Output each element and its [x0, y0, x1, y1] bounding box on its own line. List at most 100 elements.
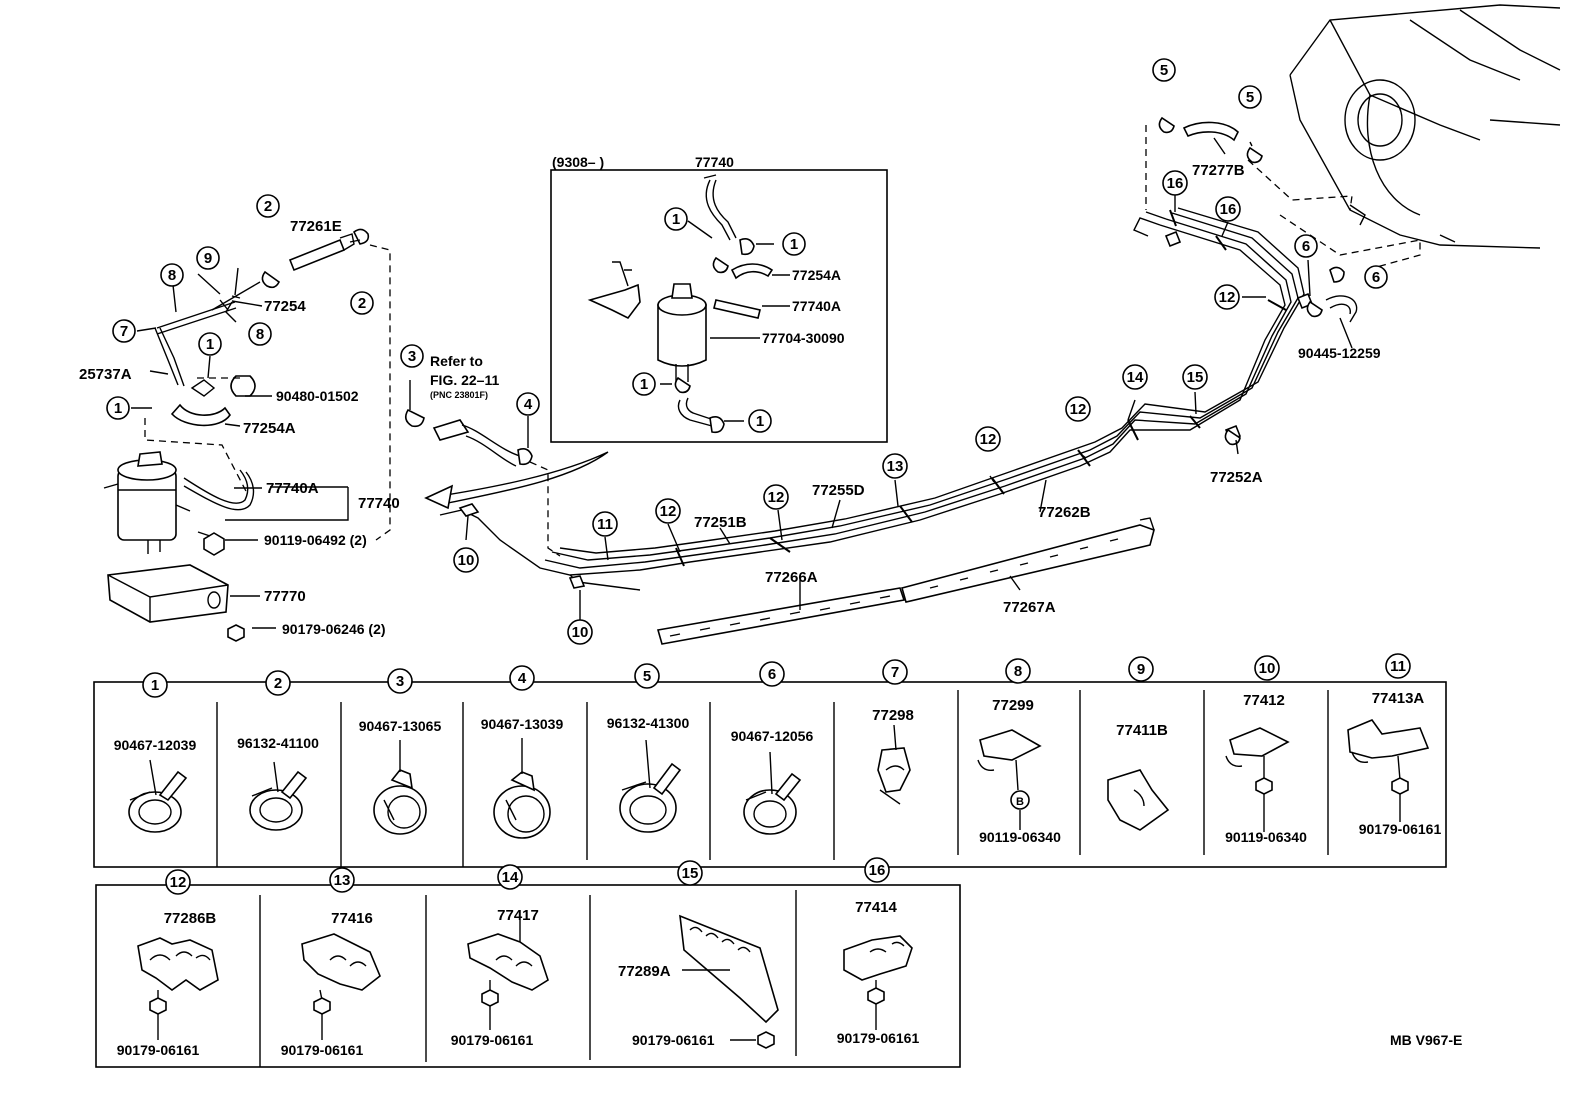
label-77252A: 77252A: [1210, 469, 1263, 486]
svg-text:2: 2: [264, 198, 272, 215]
label-90445-12259: 90445-12259: [1298, 345, 1381, 361]
clamp-icon-11: [1347, 719, 1430, 822]
refer-to-fig-parts: [404, 408, 561, 557]
svg-text:12: 12: [1219, 289, 1236, 306]
clamp-icon-14: [467, 920, 549, 1030]
label-77740-left: 77740: [358, 495, 400, 512]
part-90467-13065: 90467-13065: [359, 718, 442, 734]
svg-text:1: 1: [672, 211, 680, 228]
protector-77266A: [656, 587, 906, 645]
ref-8-b: 8: [248, 322, 272, 346]
part-77411B: 77411B: [1116, 722, 1168, 739]
clamp-icon-7: [877, 724, 911, 805]
ref-11: 11: [592, 511, 618, 537]
svg-text:1: 1: [206, 336, 214, 353]
svg-text:12: 12: [660, 503, 677, 520]
part-90179-06161-b: 90179-06161: [117, 1042, 200, 1058]
refer-line-2: FIG. 22–11: [430, 372, 499, 388]
svg-text:12: 12: [1070, 401, 1087, 418]
ref-1-c: 1: [664, 207, 688, 231]
ref-13: 13: [882, 453, 908, 479]
ref-9: 9: [196, 246, 220, 270]
ref-12-b: 12: [763, 484, 789, 510]
hose-clamp-icon-3: [373, 740, 427, 835]
label-77704-30090: 77704-30090: [762, 330, 845, 346]
svg-text:16: 16: [1167, 175, 1184, 192]
table-header-6: 6: [759, 661, 785, 687]
svg-text:9: 9: [1137, 661, 1145, 678]
inset-filter-assembly: [550, 169, 888, 443]
parts-table-row-1: 1 2 3 4 5 6 7 8 9 10 11 90467-12039 9613…: [93, 653, 1447, 868]
svg-text:5: 5: [1246, 89, 1254, 106]
part-77416: 77416: [331, 910, 373, 927]
svg-text:10: 10: [458, 552, 475, 569]
diagram-ref-numbers: 2 2 9 8 8 7 1 1 3 4 1 1 1 1 10 10 11 12 …: [106, 58, 1388, 645]
part-90179-06161-f: 90179-06161: [837, 1030, 920, 1046]
part-77299: 77299: [992, 697, 1034, 714]
svg-text:1: 1: [151, 677, 159, 694]
ref-7: 7: [112, 319, 136, 343]
svg-text:5: 5: [1160, 62, 1168, 79]
table-header-7: 7: [882, 659, 908, 685]
label-77255D: 77255D: [812, 482, 865, 499]
svg-text:13: 13: [887, 458, 904, 475]
arrow-head: [424, 484, 454, 510]
svg-text:6: 6: [1302, 238, 1310, 255]
ref-6-b: 6: [1364, 265, 1388, 289]
ref-4: 4: [516, 392, 540, 416]
table-header-9: 9: [1128, 656, 1154, 682]
ref-5-b: 5: [1238, 85, 1262, 109]
label-77740A-inset: 77740A: [792, 298, 841, 314]
svg-text:3: 3: [408, 348, 416, 365]
part-90179-06161-a: 90179-06161: [1359, 821, 1442, 837]
clamp-icon-12: [137, 937, 219, 1040]
svg-text:12: 12: [170, 874, 187, 891]
ref-1-b: 1: [106, 396, 130, 420]
table-header-13: 13: [329, 867, 355, 893]
inset-part-label: 77740: [695, 154, 734, 170]
part-90179-06161-d: 90179-06161: [451, 1032, 534, 1048]
part-90119-06340-b: 90119-06340: [1225, 829, 1307, 845]
table-header-2: 2: [265, 670, 291, 696]
table-header-5: 5: [634, 663, 660, 689]
table-header-12: 12: [165, 869, 191, 895]
ref-12-e: 12: [1214, 284, 1240, 310]
protector-77267A: [901, 517, 1155, 603]
label-77254A-left: 77254A: [243, 420, 296, 437]
table-header-10: 10: [1254, 655, 1280, 681]
part-77286B: 77286B: [164, 910, 217, 927]
svg-text:4: 4: [524, 396, 533, 413]
part-90119-06340-a: 90119-06340: [979, 829, 1061, 845]
ref-1-f: 1: [748, 409, 772, 433]
label-77770: 77770: [264, 588, 306, 605]
arrow-shaft: [439, 451, 609, 504]
svg-text:10: 10: [1259, 660, 1276, 677]
part-96132-41300: 96132-41300: [607, 715, 690, 731]
ref-1-a: 1: [198, 332, 222, 356]
label-77251B: 77251B: [694, 514, 747, 531]
ref-10-a: 10: [453, 547, 479, 573]
ref-1-e: 1: [632, 372, 656, 396]
ref-8-a: 8: [160, 263, 184, 287]
svg-text:8: 8: [256, 326, 264, 343]
label-77267A: 77267A: [1003, 599, 1056, 616]
label-77254: 77254: [264, 298, 306, 315]
svg-text:1: 1: [114, 400, 122, 417]
part-77289A: 77289A: [618, 963, 671, 980]
table-header-8: 8: [1005, 658, 1031, 684]
svg-text:12: 12: [768, 489, 785, 506]
svg-text:4: 4: [518, 670, 527, 687]
diagram-code: MB V967-E: [1390, 1032, 1462, 1048]
ref-16-b: 16: [1215, 196, 1241, 222]
ref-12-c: 12: [975, 426, 1001, 452]
part-90467-12056: 90467-12056: [731, 728, 814, 744]
main-fuel-lines: [439, 207, 1314, 591]
svg-text:16: 16: [869, 862, 886, 879]
svg-text:7: 7: [891, 664, 899, 681]
table-header-15: 15: [677, 860, 703, 886]
part-77413A: 77413A: [1372, 690, 1425, 707]
label-90119-06492: 90119-06492 (2): [264, 532, 367, 548]
ref-6-a: 6: [1294, 234, 1318, 258]
ref-2-a: 2: [256, 194, 280, 218]
